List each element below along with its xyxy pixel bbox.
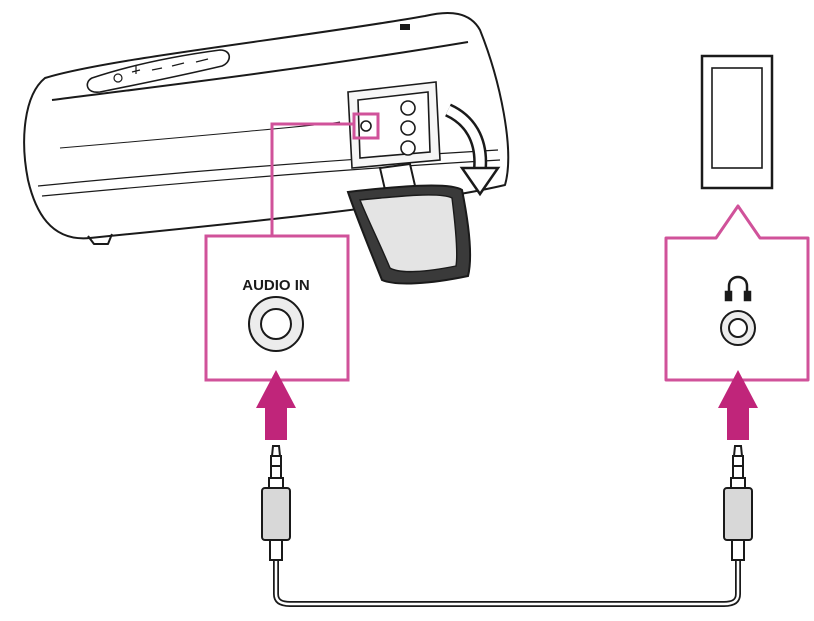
speaker-cover-flap <box>346 162 471 285</box>
panel-highlight <box>352 112 380 140</box>
insert-arrow-icon-right <box>718 370 758 440</box>
audio-in-callout: AUDIO IN <box>204 122 354 382</box>
panel-jack-2 <box>400 120 416 136</box>
insert-arrow-icon <box>256 370 296 440</box>
headphone-icon <box>724 275 752 302</box>
audio-player-device <box>700 54 774 190</box>
rotate-arrow-icon <box>444 103 501 197</box>
headphone-callout <box>664 204 810 382</box>
panel-jack-3 <box>400 140 416 156</box>
left-stereo-plug <box>261 445 291 561</box>
audio-cable <box>273 560 741 607</box>
right-stereo-plug <box>723 445 753 561</box>
speaker-jack-panel <box>347 81 441 169</box>
panel-jack-1 <box>400 100 416 116</box>
panel-audio-in-jack <box>360 120 372 132</box>
audio-in-label: AUDIO IN <box>242 277 310 294</box>
